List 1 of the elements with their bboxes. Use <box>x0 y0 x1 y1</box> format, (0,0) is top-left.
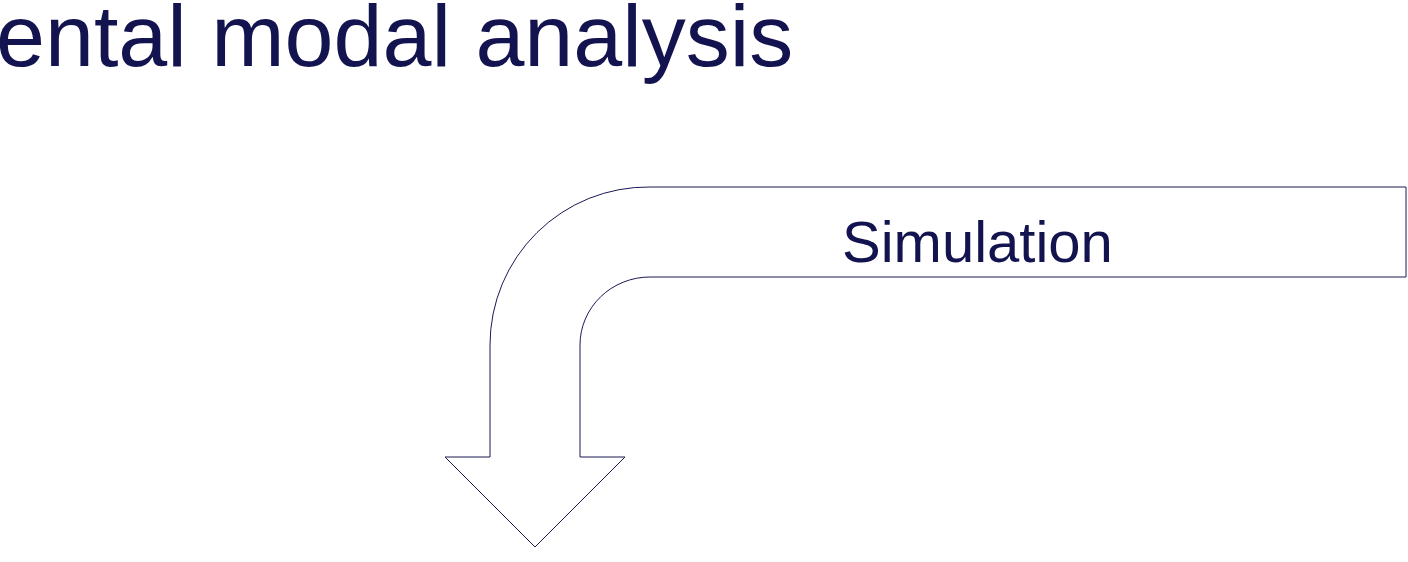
node-label: Simulation <box>842 210 1113 274</box>
